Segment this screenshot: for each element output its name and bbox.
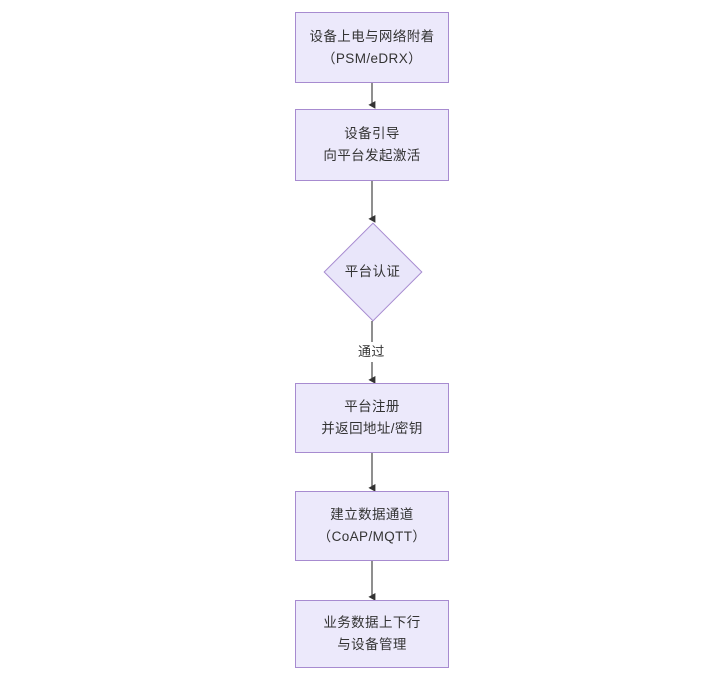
node-bootstrap-line1: 设备引导	[344, 126, 400, 141]
node-platform-register-line1: 平台注册	[344, 399, 400, 414]
node-platform-auth[interactable]: 平台认证	[323, 222, 422, 321]
node-data-channel-line1: 建立数据通道	[330, 507, 414, 522]
node-business-data-line1: 业务数据上下行	[323, 615, 421, 630]
node-power-on-line1: 设备上电与网络附着	[309, 28, 435, 44]
node-platform-register-line2: 并返回地址/密钥	[321, 421, 423, 436]
node-business-data-line2: 与设备管理	[337, 637, 407, 652]
node-bootstrap[interactable]: 设备引导 向平台发起激活	[295, 109, 449, 181]
node-data-channel[interactable]: 建立数据通道 （CoAP/MQTT）	[295, 491, 449, 561]
node-business-data[interactable]: 业务数据上下行 与设备管理	[295, 600, 449, 668]
edge-label-pass: 通过	[356, 342, 387, 362]
node-power-on-line2: （PSM/eDRX）	[321, 50, 423, 66]
node-data-channel-line2: （CoAP/MQTT）	[317, 529, 427, 544]
node-power-on[interactable]: 设备上电与网络附着 （PSM/eDRX）	[295, 12, 449, 83]
node-platform-register[interactable]: 平台注册 并返回地址/密钥	[295, 383, 449, 453]
node-bootstrap-line2: 向平台发起激活	[323, 148, 421, 163]
decision-shape	[323, 222, 422, 321]
